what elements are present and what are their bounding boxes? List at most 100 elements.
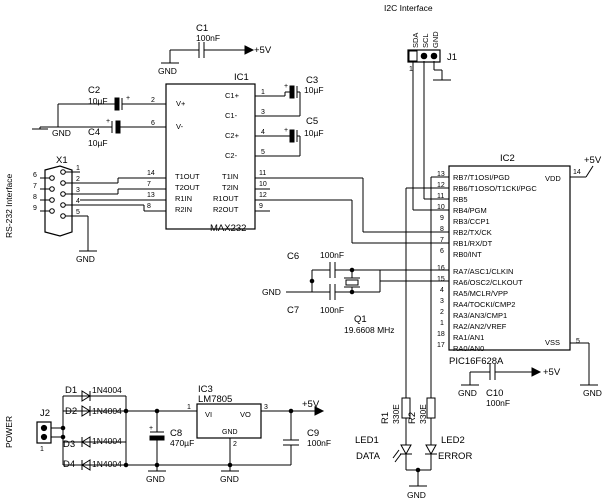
d1-ref: D1 bbox=[65, 385, 77, 396]
r2-value: 330E bbox=[418, 404, 428, 424]
gnd-label: GND bbox=[262, 287, 281, 297]
ic3-pin-vi: VI bbox=[205, 410, 212, 419]
ic2-pinnum: 1 bbox=[440, 320, 444, 327]
connector-x1: X1 1 6 2 7 3 8 4 9 5 bbox=[33, 155, 145, 264]
ic2-pin: RA7/ASC1/CLKIN bbox=[453, 267, 513, 276]
ic2-pin: RA5/MCLR/VPP bbox=[453, 289, 508, 298]
vcc-label: +5V bbox=[584, 155, 602, 166]
ic2-pinnum: 7 bbox=[440, 237, 444, 244]
c2-ref: C2 bbox=[88, 85, 100, 96]
ic2-pin: RA1/AN1 bbox=[453, 333, 484, 342]
svg-text:+: + bbox=[126, 95, 130, 102]
c1-ref: C1 bbox=[196, 23, 208, 34]
d4-value: 1N4004 bbox=[92, 459, 122, 469]
c5-value: 10µF bbox=[304, 128, 324, 138]
c2-value: 10µF bbox=[88, 96, 108, 106]
ic1-pinnum: 2 bbox=[151, 97, 155, 104]
ic1-pinnum: 5 bbox=[261, 149, 265, 156]
ic2-pinnum: 9 bbox=[440, 215, 444, 222]
d2-ref: D2 bbox=[65, 406, 77, 417]
ic3-pinnum: 2 bbox=[233, 441, 237, 448]
ic2-pinnum: 15 bbox=[437, 276, 445, 283]
ic1-pin-t1out: T1OUT bbox=[175, 172, 200, 181]
svg-text:+: + bbox=[149, 425, 153, 432]
capacitor-c2: + C2 10µF bbox=[57, 85, 140, 127]
ic3-lm7805: IC3 LM7805 VI VO GND 1 3 2 +5V bbox=[187, 384, 325, 465]
ic2-pin: RA2/AN2/VREF bbox=[453, 322, 507, 331]
i2c-interface-label: I2C Interface bbox=[384, 3, 433, 13]
resistor-r2: R2 330E bbox=[407, 177, 436, 445]
ic1-pin-v-minus: V- bbox=[176, 122, 184, 131]
vcc-label: +5V bbox=[302, 399, 320, 410]
ic3-part: LM7805 bbox=[198, 394, 232, 405]
c9-ref: C9 bbox=[307, 428, 319, 439]
x1-pin: 1 bbox=[76, 165, 80, 172]
ic1-pinnum: 11 bbox=[259, 170, 266, 177]
svg-text:+: + bbox=[284, 83, 288, 90]
ic1-pinnum: 13 bbox=[147, 192, 155, 199]
ic2-pin: RB3/CCP1 bbox=[453, 217, 490, 226]
ic2-pin: RA0/AN0 bbox=[453, 344, 484, 353]
j1-pin-sda: SDA bbox=[411, 33, 420, 48]
gnd-label: GND bbox=[458, 388, 477, 398]
ic1-pin-t2out: T2OUT bbox=[175, 183, 200, 192]
j2-pin1: 1 bbox=[40, 446, 44, 453]
ic1-pinnum: 4 bbox=[261, 129, 265, 136]
ic2-pinnum: 8 bbox=[440, 226, 444, 233]
d3-value: 1N4004 bbox=[92, 436, 122, 446]
capacitor-c5: + C5 10µF bbox=[284, 116, 324, 156]
header-j1: I2C Interface SDA SCL GND J1 1 bbox=[384, 3, 457, 210]
ic2-pinnum: 10 bbox=[437, 204, 445, 211]
vcc-label: +5V bbox=[254, 45, 272, 56]
d1-value: 1N4004 bbox=[92, 385, 122, 395]
q1-ref: Q1 bbox=[354, 314, 367, 325]
c4-ref: C4 bbox=[88, 127, 100, 138]
ic1-pin-c1-plus: C1+ bbox=[225, 91, 240, 100]
resistor-r1: R1 330E bbox=[380, 188, 411, 445]
capacitor-c3: + C3 10µF bbox=[284, 75, 324, 116]
led-led1: LED1 DATA bbox=[355, 435, 412, 470]
ic2-pin: RB2/TX/CK bbox=[453, 228, 492, 237]
c3-ref: C3 bbox=[306, 75, 318, 86]
ic2-pinnum: 17 bbox=[437, 342, 445, 349]
x1-pin: 6 bbox=[33, 172, 37, 179]
vcc-label: +5V bbox=[543, 367, 561, 378]
ic2-pin: RB7/T1OSI/PGD bbox=[453, 173, 510, 182]
ic1-pinnum: 1 bbox=[261, 89, 265, 96]
x1-pin: 2 bbox=[76, 176, 80, 183]
ic2-pinnum: 5 bbox=[576, 338, 580, 345]
svg-text:+: + bbox=[284, 127, 288, 134]
ic2-pinnum: 6 bbox=[440, 248, 444, 255]
d4-ref: D4 bbox=[63, 459, 75, 470]
gnd-label: GND bbox=[158, 66, 177, 76]
c6-value: 100nF bbox=[320, 250, 344, 260]
ic1-pinnum: 7 bbox=[147, 181, 151, 188]
gnd-label: GND bbox=[407, 490, 426, 500]
ic1-part: MAX232 bbox=[210, 223, 246, 234]
x1-pin: 7 bbox=[33, 183, 37, 190]
ic3-pinnum: 1 bbox=[187, 404, 191, 411]
ic1-pin-r2in: R2IN bbox=[175, 205, 192, 214]
ic1-ref: IC1 bbox=[234, 72, 249, 83]
j1-ref: J1 bbox=[447, 52, 457, 63]
ic1-max232: IC1 MAX232 V+ V- T1OUT T2OUT R1IN R2IN C… bbox=[80, 72, 363, 234]
ic2-pinnum: 18 bbox=[437, 331, 445, 338]
capacitor-c8: + C8 470µF bbox=[126, 410, 197, 465]
led1-label: DATA bbox=[356, 451, 381, 462]
capacitor-c9: C9 100nF bbox=[283, 411, 331, 465]
c1-value: 100nF bbox=[196, 33, 220, 43]
ic1-pinnum: 6 bbox=[151, 120, 155, 127]
r2-ref: R2 bbox=[407, 412, 418, 424]
ic2-ref: IC2 bbox=[500, 153, 515, 164]
x1-pin: 4 bbox=[76, 198, 80, 205]
j1-pin1: 1 bbox=[409, 66, 413, 73]
ic1-pin-r2out: R2OUT bbox=[213, 205, 239, 214]
led-led2: LED2 ERROR bbox=[425, 435, 472, 470]
ic2-pinnum: 2 bbox=[440, 309, 444, 316]
ic1-pin-v-plus: V+ bbox=[176, 99, 186, 108]
bridge-rectifier: D1 1N4004 D2 1N4004 D3 1N4004 D4 1N4004 bbox=[62, 385, 127, 471]
c3-value: 10µF bbox=[304, 85, 324, 95]
ic1-pinnum: 3 bbox=[261, 109, 265, 116]
ic1-pin-c2-plus: C2+ bbox=[225, 131, 240, 140]
